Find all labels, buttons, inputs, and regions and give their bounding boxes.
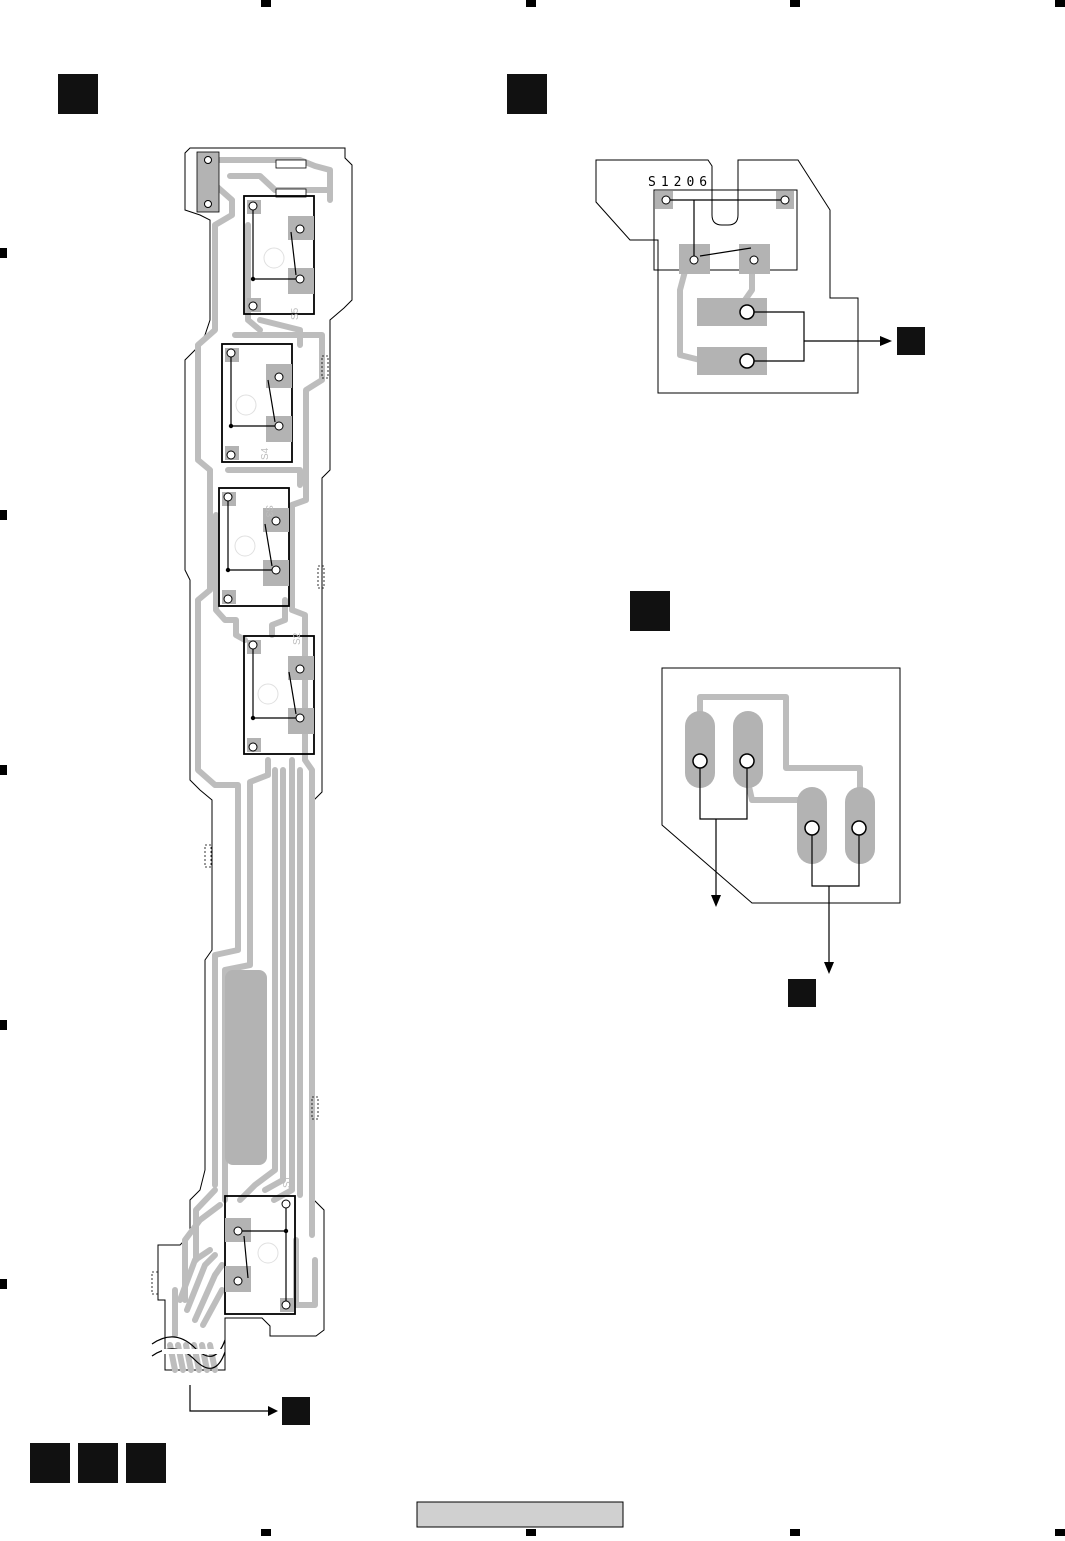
label-block-right-pcb bbox=[507, 74, 547, 114]
switch-s3-label: S3 bbox=[263, 505, 274, 518]
page-block-3 bbox=[126, 1443, 166, 1483]
page-block-2 bbox=[78, 1443, 118, 1483]
long-pcb-traces bbox=[170, 160, 330, 1370]
switch-s1: S1 bbox=[225, 1175, 295, 1314]
switch-s1-label: S1 bbox=[282, 1175, 293, 1188]
switch-s3: S3 bbox=[219, 488, 289, 606]
connector-block-left bbox=[282, 1397, 310, 1425]
switch-s4-label: S4 bbox=[260, 447, 271, 460]
oval-pad-2 bbox=[733, 711, 763, 788]
top-chip-1 bbox=[276, 160, 306, 168]
section-label-blocks bbox=[30, 74, 925, 1483]
page-block-1 bbox=[30, 1443, 70, 1483]
switch-s5: S5 bbox=[244, 196, 314, 320]
four-pad-pcb bbox=[662, 668, 900, 974]
long-pcb-output-arrow bbox=[190, 1385, 270, 1411]
shield-pad bbox=[225, 970, 267, 1165]
connector-block-lower bbox=[788, 979, 816, 1007]
s1206-label: S1206 bbox=[648, 175, 712, 190]
label-block-middle-pcb bbox=[630, 591, 670, 631]
long-pcb: S5 S4 bbox=[152, 148, 352, 1416]
switch-s4: S4 bbox=[222, 344, 292, 462]
connector-block-s1206 bbox=[897, 327, 925, 355]
s1206-pcb: S1206 bbox=[596, 160, 892, 393]
switch-s2-label: S2 bbox=[292, 632, 303, 645]
label-block-left-pcb bbox=[58, 74, 98, 114]
switch-s5-label: S5 bbox=[290, 307, 301, 320]
footer-bar bbox=[417, 1502, 623, 1527]
